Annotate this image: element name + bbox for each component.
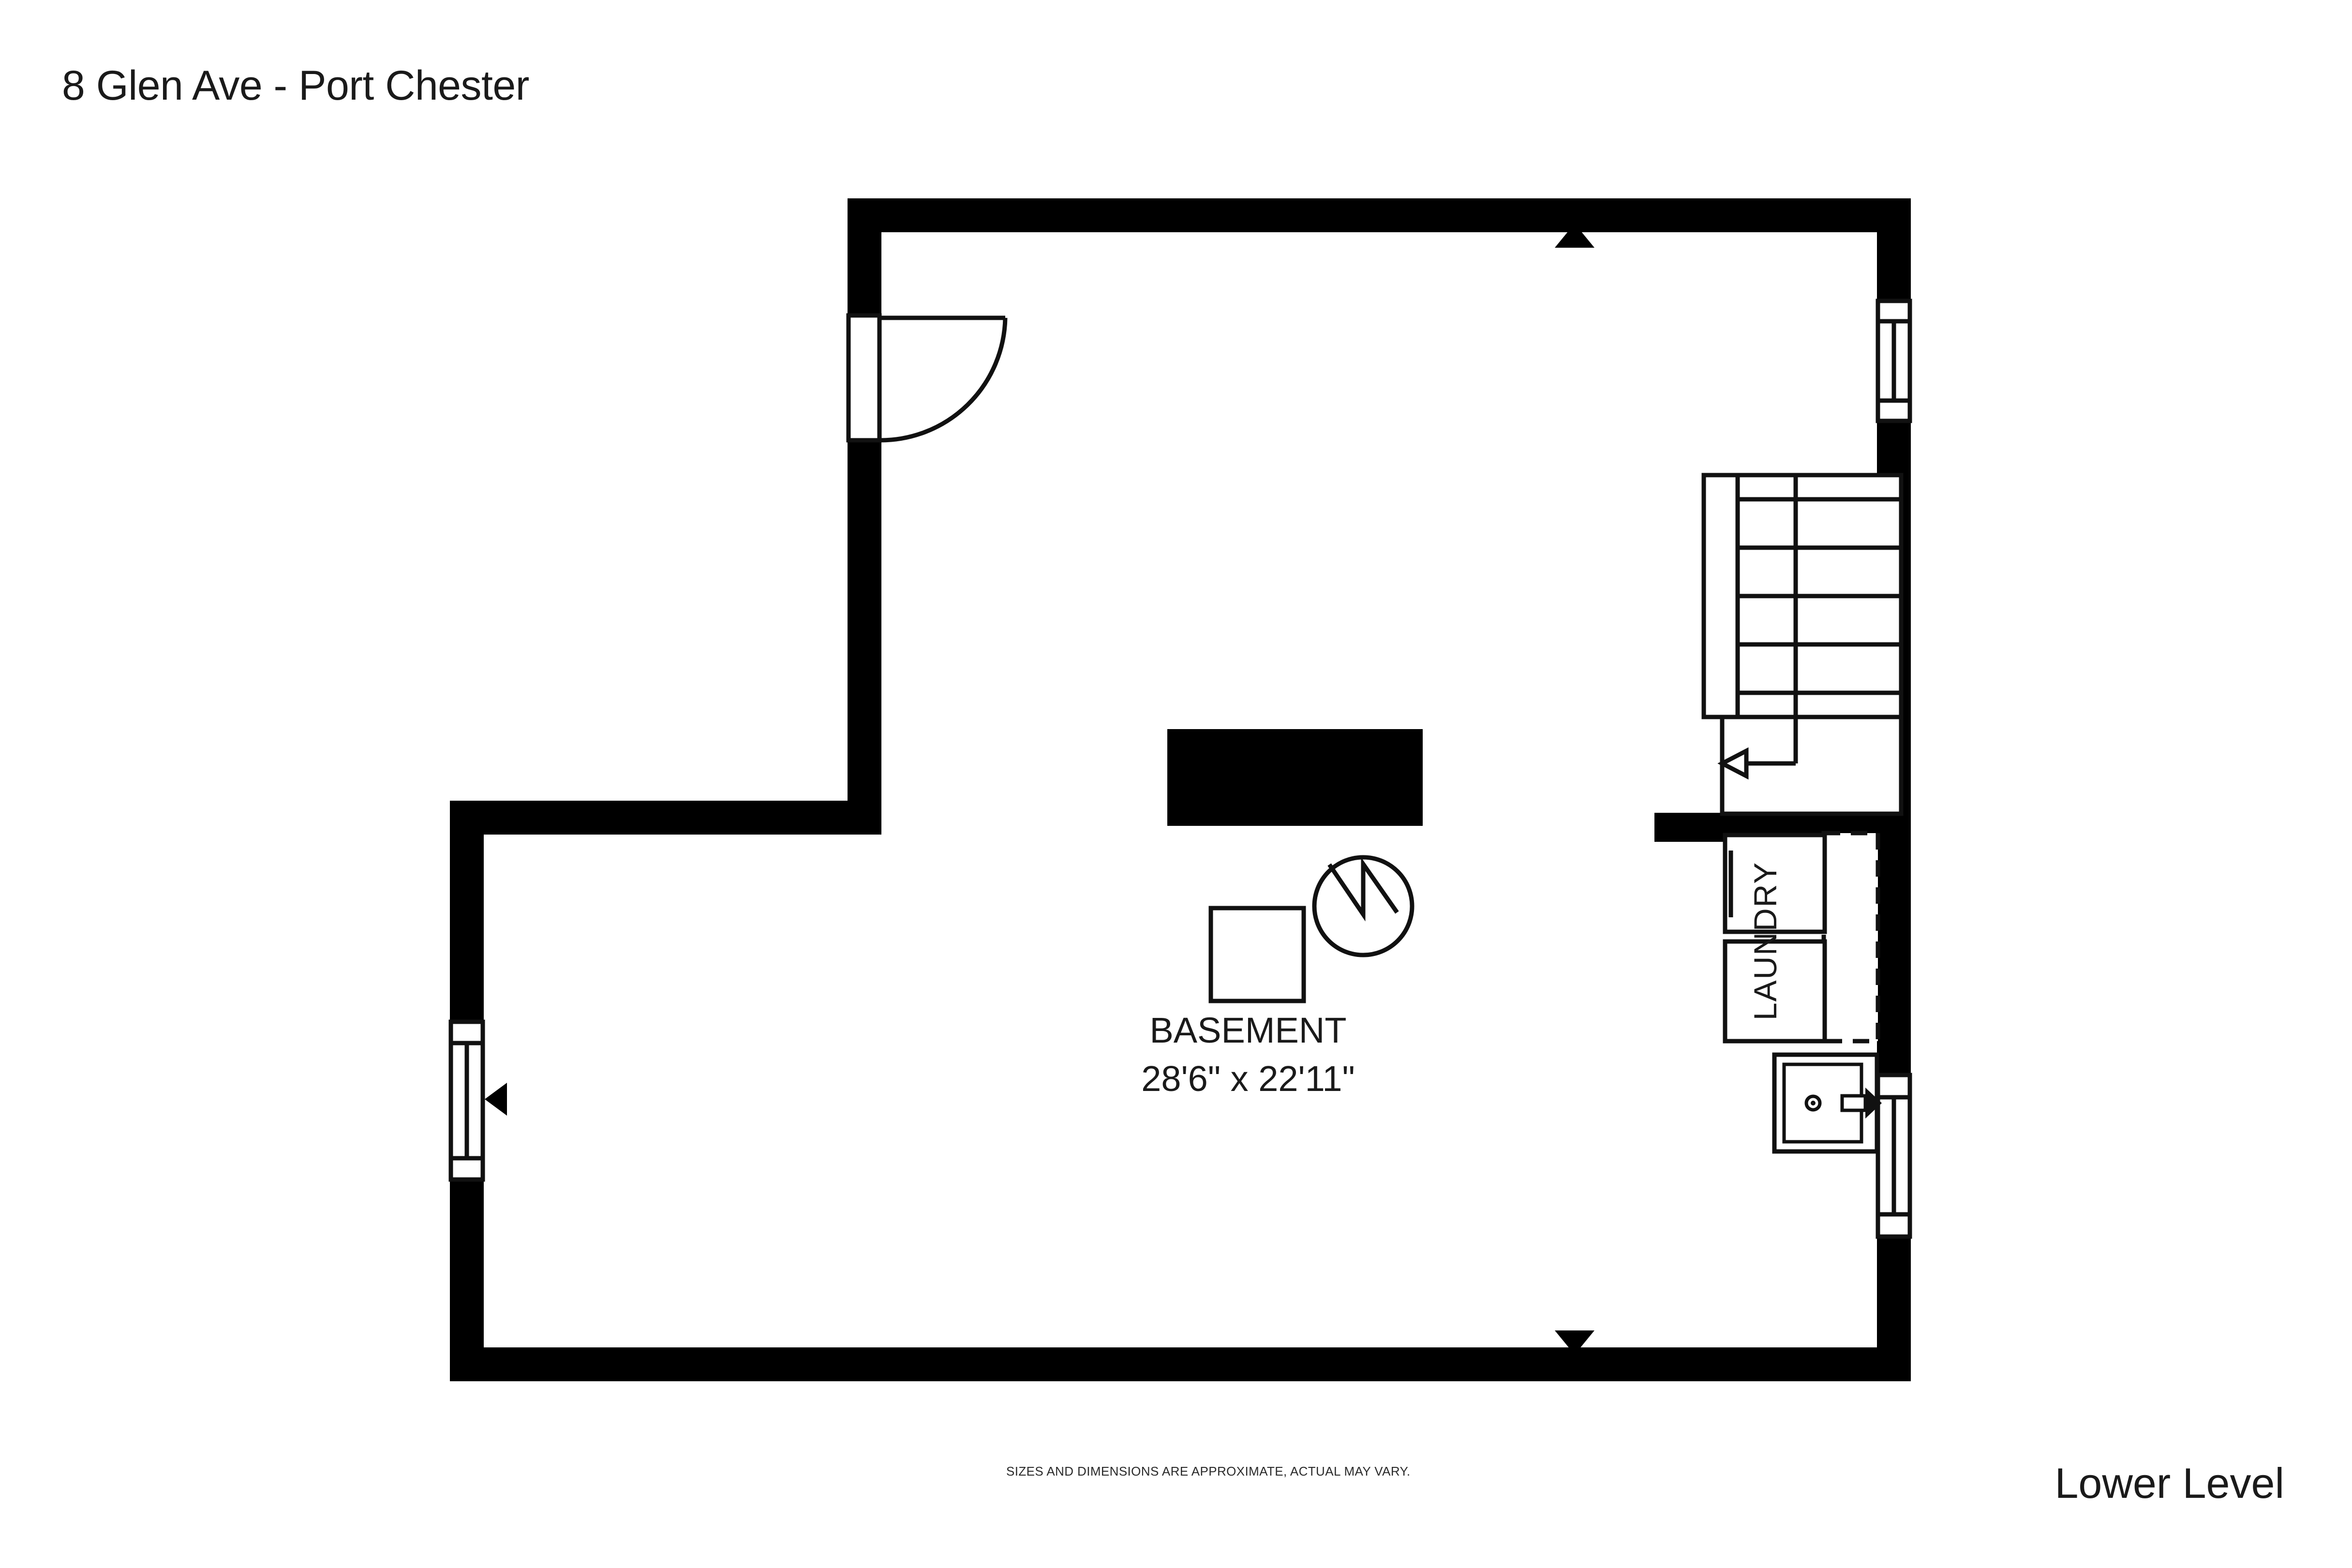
window-right-lower (1876, 1073, 1912, 1239)
room-label-laundry: LAUNDRY (1747, 862, 1783, 1020)
entry-door (846, 313, 1008, 443)
window-left (448, 1019, 485, 1182)
room-label-basement-dimensions: 28'6" x 22'11" (1141, 1059, 1355, 1099)
furnace (1208, 906, 1306, 1003)
disclaimer-text: SIZES AND DIMENSIONS ARE APPROXIMATE, AC… (1006, 1464, 1411, 1478)
electrical-panel-icon (1312, 855, 1414, 957)
page-title: 8 Glen Ave - Port Chester (62, 62, 529, 109)
laundry-alcove (1821, 831, 1880, 1044)
room-label-basement-name: BASEMENT (1149, 1010, 1346, 1050)
window-right-upper (1876, 299, 1912, 423)
washer (1723, 833, 1827, 934)
view-marker-left-icon (485, 1083, 507, 1116)
view-marker-top-icon (1555, 224, 1594, 248)
view-marker-bottom-icon (1555, 1330, 1594, 1355)
dryer (1723, 939, 1827, 1044)
level-label: Lower Level (2054, 1459, 2284, 1507)
stair-direction-arrow (1717, 747, 1796, 780)
support-column (1167, 729, 1423, 826)
utility-sink (1772, 1052, 1882, 1154)
